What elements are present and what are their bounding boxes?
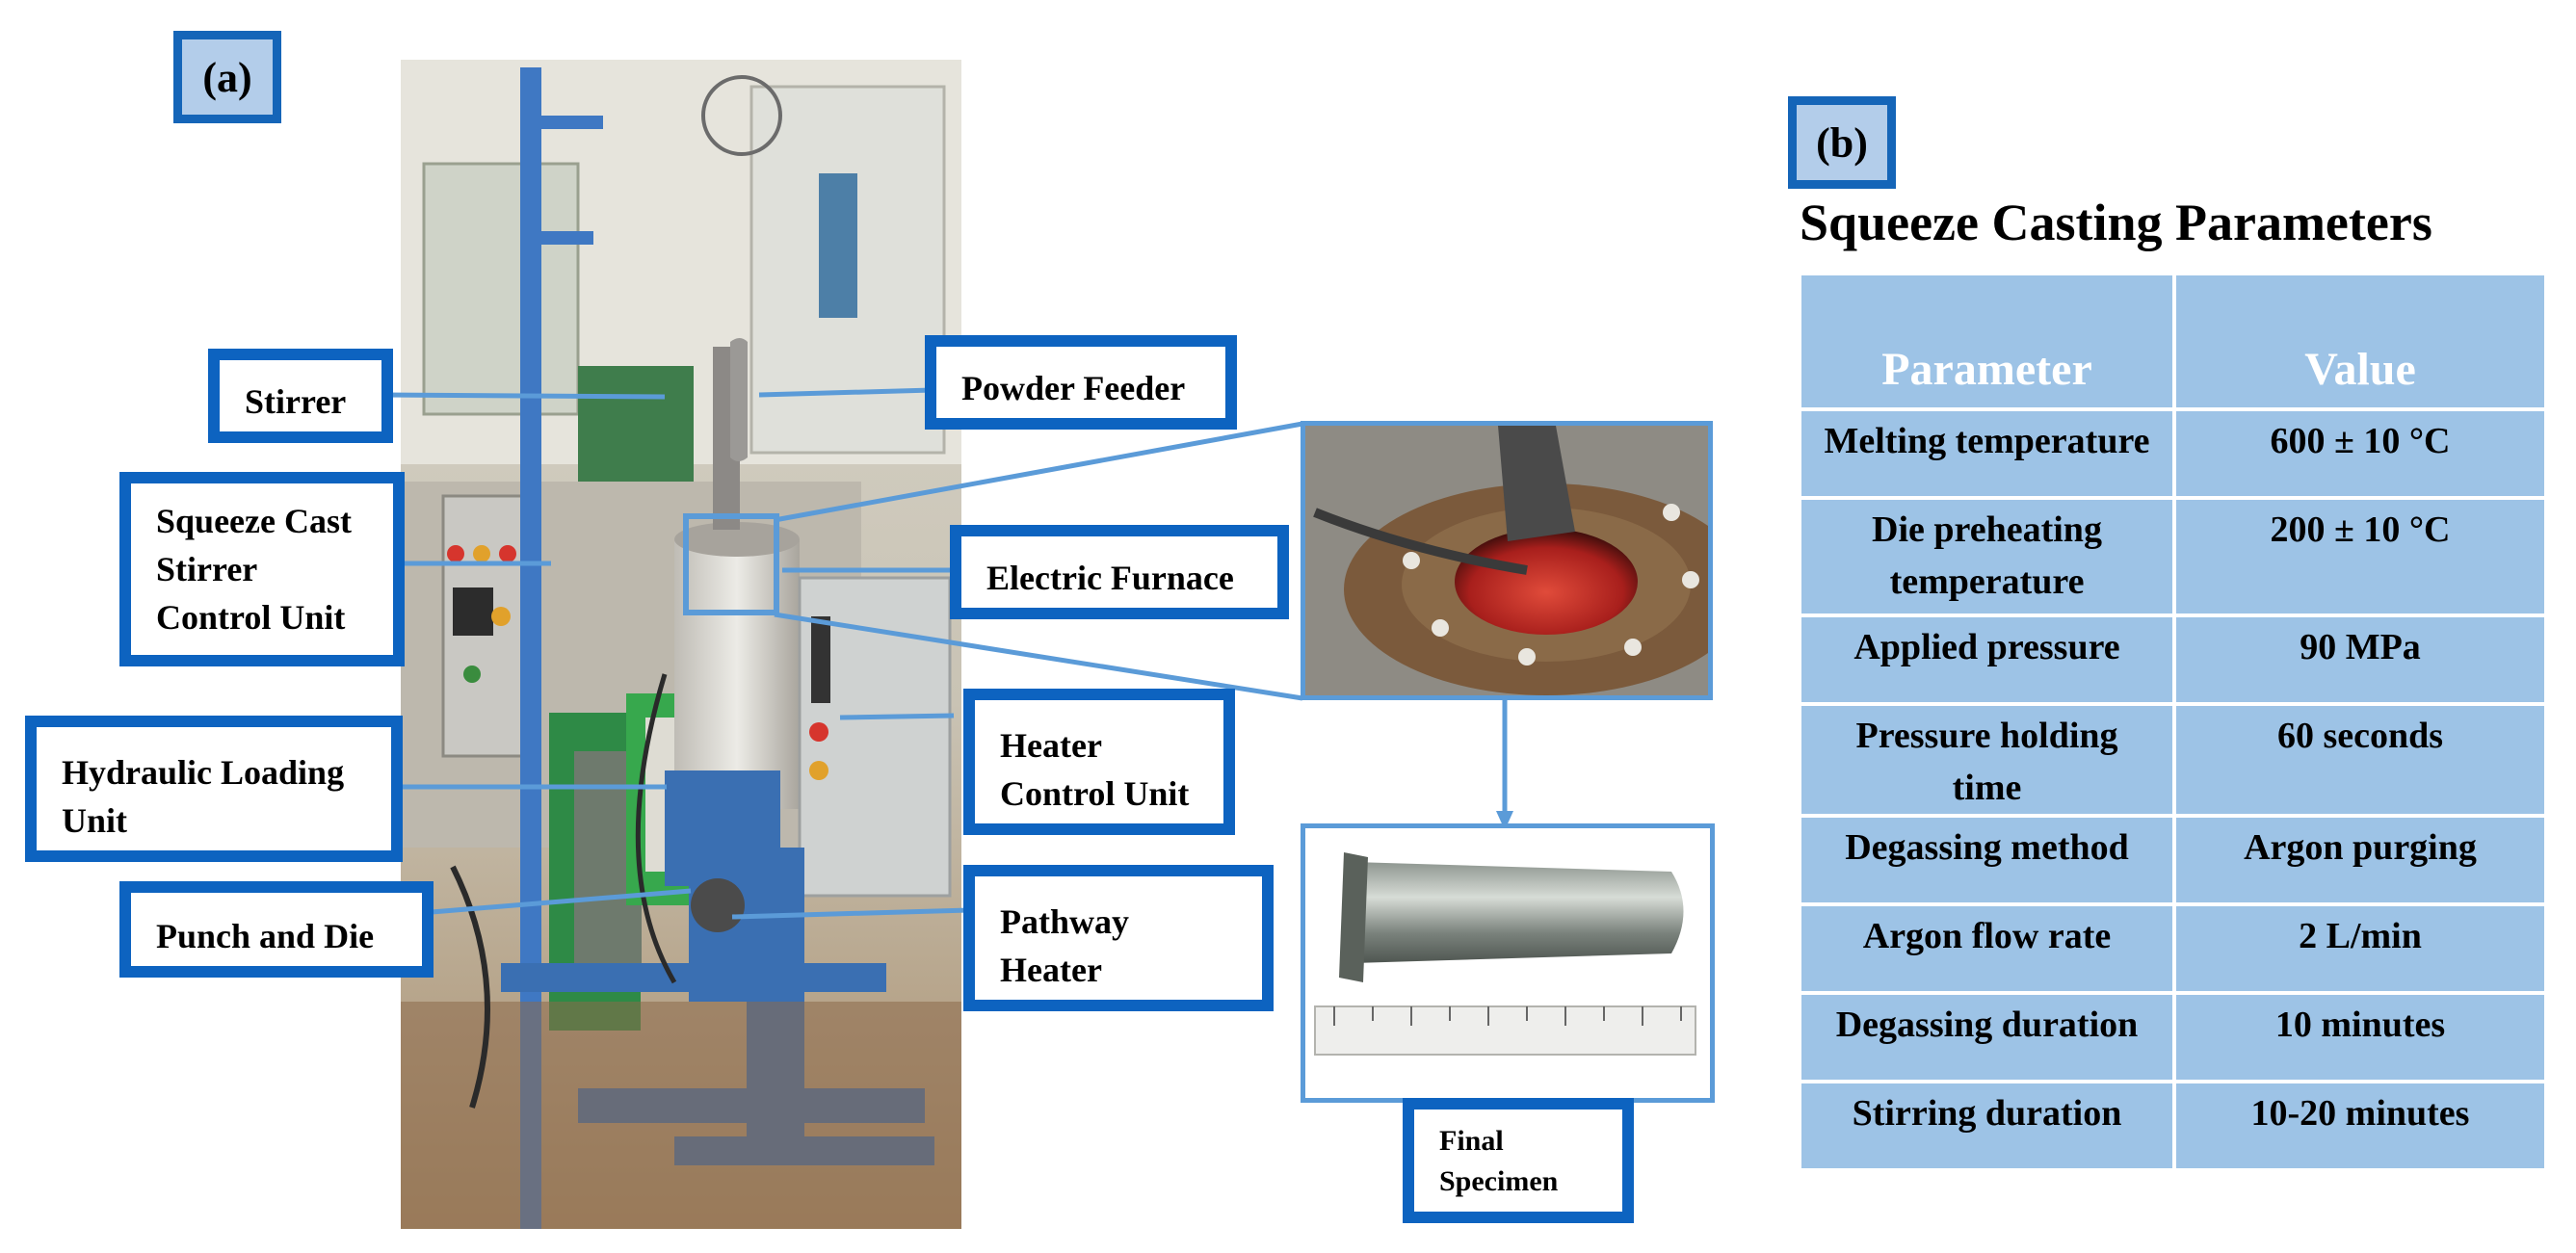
zoom-region-box bbox=[683, 513, 779, 615]
value-cell: 200 ± 10 °C bbox=[2176, 500, 2544, 613]
main-photo bbox=[401, 60, 961, 1229]
final-specimen-inset bbox=[1301, 823, 1715, 1103]
parameter-cell: Pressure holding time bbox=[1801, 706, 2172, 814]
table-row: Argon flow rate 2 L/min bbox=[1801, 906, 2544, 991]
label-powder-feeder: Powder Feeder bbox=[925, 335, 1237, 430]
label-hydraulic-loading-unit: Hydraulic Loading Unit bbox=[25, 716, 403, 862]
table-row: Applied pressure 90 MPa bbox=[1801, 617, 2544, 702]
panel-b-tag: (b) bbox=[1788, 96, 1896, 189]
leader-lines bbox=[381, 387, 1513, 920]
label-final-specimen: Final Specimen bbox=[1403, 1098, 1634, 1223]
table-row: Degassing duration 10 minutes bbox=[1801, 995, 2544, 1080]
table-title: Squeeze Casting Parameters bbox=[1800, 194, 2432, 251]
parameter-cell: Argon flow rate bbox=[1801, 906, 2172, 991]
table-row: Degassing method Argon purging bbox=[1801, 818, 2544, 902]
panel-a-tag: (a) bbox=[173, 31, 281, 123]
value-cell: 90 MPa bbox=[2176, 617, 2544, 702]
label-stirrer: Stirrer bbox=[208, 349, 393, 443]
squeeze-casting-setup-photo bbox=[381, 60, 1513, 1229]
parameter-cell: Applied pressure bbox=[1801, 617, 2172, 702]
furnace-top-photo bbox=[1305, 426, 1708, 695]
parameter-cell: Degassing method bbox=[1801, 818, 2172, 902]
parameter-cell: Melting temperature bbox=[1801, 411, 2172, 496]
table-row: Stirring duration 10-20 minutes bbox=[1801, 1083, 2544, 1168]
value-cell: 10 minutes bbox=[2176, 995, 2544, 1080]
parameter-cell: Degassing duration bbox=[1801, 995, 2172, 1080]
label-electric-furnace: Electric Furnace bbox=[950, 525, 1289, 619]
parameter-cell: Stirring duration bbox=[1801, 1083, 2172, 1168]
table-row: Melting temperature 600 ± 10 °C bbox=[1801, 411, 2544, 496]
label-punch-and-die: Punch and Die bbox=[119, 881, 434, 978]
furnace-top-inset bbox=[1301, 421, 1713, 700]
table-header-row: Parameter Value bbox=[1801, 275, 2544, 407]
parameter-cell: Die preheating temperature bbox=[1801, 500, 2172, 613]
value-cell: 60 seconds bbox=[2176, 706, 2544, 814]
value-cell: 600 ± 10 °C bbox=[2176, 411, 2544, 496]
value-cell: 10-20 minutes bbox=[2176, 1083, 2544, 1168]
label-squeeze-cast-stirrer-control-unit: Squeeze Cast Stirrer Control Unit bbox=[119, 472, 405, 666]
table-row: Pressure holding time 60 seconds bbox=[1801, 706, 2544, 814]
label-heater-control-unit: Heater Control Unit bbox=[963, 689, 1235, 835]
table-row: Die preheating temperature 200 ± 10 °C bbox=[1801, 500, 2544, 613]
value-cell: Argon purging bbox=[2176, 818, 2544, 902]
squeeze-casting-parameters-table: Parameter Value Melting temperature 600 … bbox=[1798, 272, 2548, 1172]
value-cell: 2 L/min bbox=[2176, 906, 2544, 991]
header-value: Value bbox=[2176, 275, 2544, 407]
final-specimen-photo bbox=[1305, 828, 1710, 1098]
header-parameter: Parameter bbox=[1801, 275, 2172, 407]
label-pathway-heater: Pathway Heater bbox=[963, 865, 1274, 1011]
